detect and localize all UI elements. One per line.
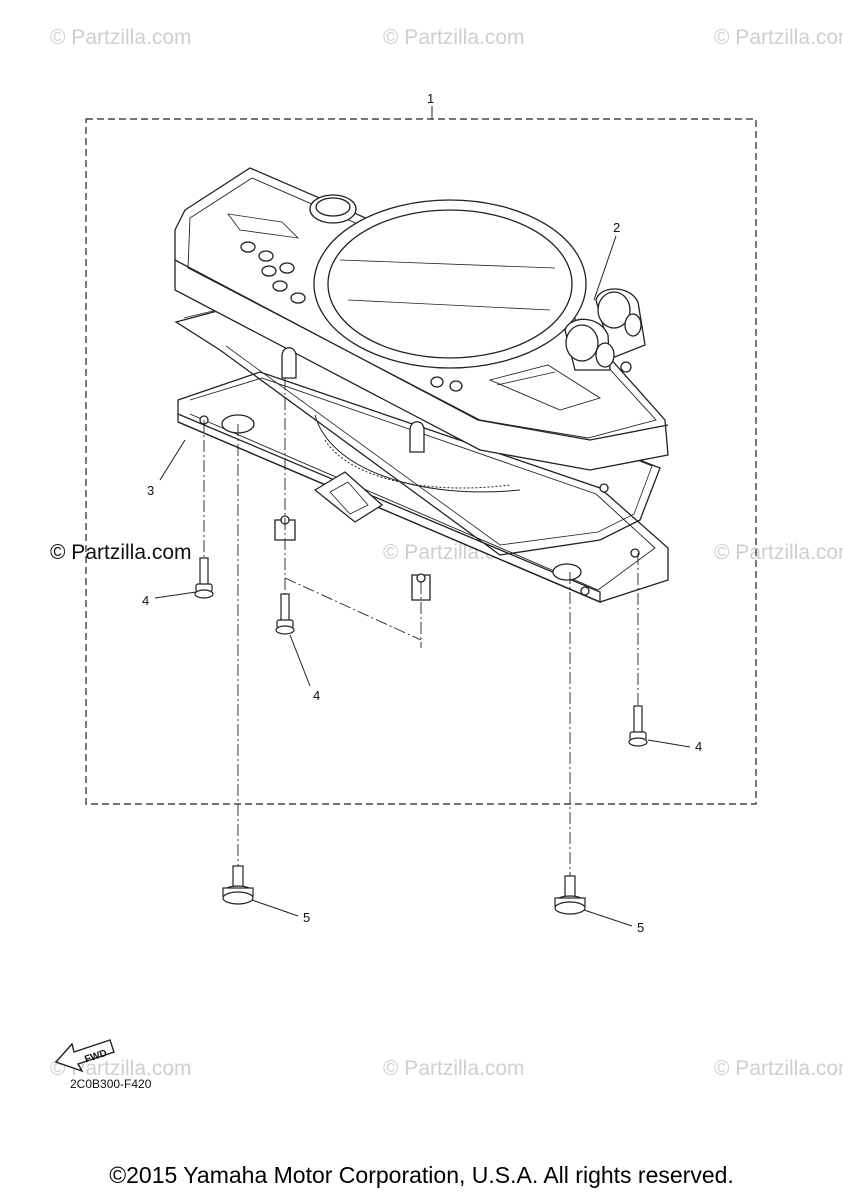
watermark: © Partzilla.com: [714, 541, 843, 564]
callout-4: 4: [313, 688, 320, 703]
fwd-arrow-icon: FWD: [54, 1039, 115, 1073]
callout-5: 5: [303, 910, 310, 925]
alignment-lines: [203, 378, 639, 876]
watermark: © Partzilla.com: [714, 26, 843, 49]
leader-lines: [154, 106, 691, 927]
diagram-code: 2C0B300-F420: [70, 1077, 152, 1091]
callout-4: 4: [142, 593, 149, 608]
meter-upper-housing: [174, 167, 669, 471]
watermark: © Partzilla.com: [714, 1057, 843, 1080]
bolt-icon: [222, 865, 254, 905]
watermark: © Partzilla.com: [383, 1057, 525, 1080]
screw-icon: [275, 593, 295, 635]
screw-icon: [194, 557, 214, 599]
callout-5: 5: [637, 920, 644, 935]
callout-4: 4: [695, 739, 702, 754]
watermark: © Partzilla.com: [50, 541, 192, 564]
assembly-boundary: [85, 118, 757, 805]
callout-1: 1: [427, 91, 434, 106]
dial-plate: [314, 414, 521, 493]
screw-icon: [628, 705, 648, 747]
bolt-icon: [554, 875, 586, 915]
copyright-notice: ©2015 Yamaha Motor Corporation, U.S.A. A…: [109, 1162, 734, 1188]
watermark: © Partzilla.com: [383, 26, 525, 49]
callout-3: 3: [147, 483, 154, 498]
callout-2: 2: [613, 220, 620, 235]
watermark: © Partzilla.com: [50, 26, 192, 49]
watermark: © Partzilla.com: [50, 1057, 192, 1080]
